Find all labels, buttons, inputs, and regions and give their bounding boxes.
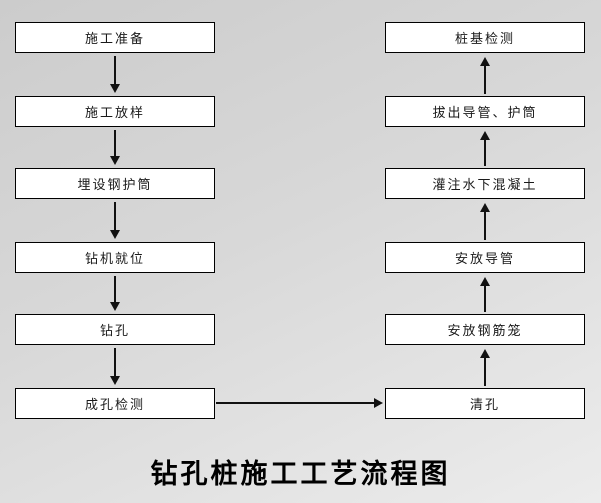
flow-step-construction-setting-out: 施工放样 xyxy=(15,96,215,127)
arrow-up-icon xyxy=(480,57,490,94)
flow-step-pull-out-conduit-casing: 拔出导管、护筒 xyxy=(385,96,585,127)
flow-step-place-conduit: 安放导管 xyxy=(385,242,585,273)
arrow-up-icon xyxy=(480,203,490,240)
flow-step-pile-foundation-test: 桩基检测 xyxy=(385,22,585,53)
arrow-down-icon xyxy=(110,56,120,93)
flow-step-pour-underwater-concrete: 灌注水下混凝土 xyxy=(385,168,585,199)
flow-step-construction-preparation: 施工准备 xyxy=(15,22,215,53)
diagram-title: 钻孔桩施工工艺流程图 xyxy=(150,459,451,489)
arrow-right-icon xyxy=(216,398,383,408)
arrow-down-icon xyxy=(110,202,120,239)
arrow-up-icon xyxy=(480,277,490,312)
flow-step-bury-steel-casing: 埋设钢护筒 xyxy=(15,168,215,199)
flow-step-clean-hole: 清孔 xyxy=(385,388,585,419)
flow-step-drill-rig-in-place: 钻机就位 xyxy=(15,242,215,273)
arrow-down-icon xyxy=(110,348,120,385)
arrow-up-icon xyxy=(480,131,490,166)
arrow-down-icon xyxy=(110,276,120,311)
flow-step-drilling: 钻孔 xyxy=(15,314,215,345)
flow-step-hole-inspection: 成孔检测 xyxy=(15,388,215,419)
flow-step-place-rebar-cage: 安放钢筋笼 xyxy=(385,314,585,345)
arrow-up-icon xyxy=(480,349,490,386)
arrow-down-icon xyxy=(110,130,120,165)
